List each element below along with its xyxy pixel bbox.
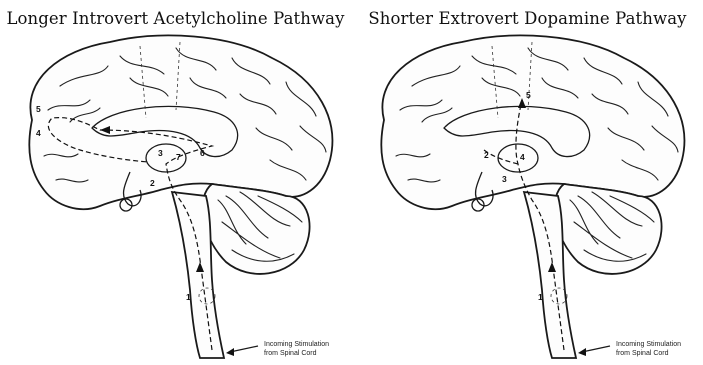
marker-4: 4 — [520, 152, 525, 162]
cerebrum-outline — [381, 35, 684, 209]
cerebrum-outline — [29, 35, 332, 209]
marker-5: 5 — [36, 104, 41, 114]
introvert-pathway-panel: Longer Introvert Acetylcholine Pathway 1… — [0, 0, 351, 365]
marker-2: 2 — [150, 178, 155, 188]
marker-2: 2 — [484, 150, 489, 160]
marker-3: 3 — [158, 148, 163, 158]
caption-pointer-line — [582, 346, 610, 352]
extrovert-pathway-panel: Shorter Extrovert Dopamine Pathway 1 2 3… — [352, 0, 703, 365]
marker-5: 5 — [526, 90, 531, 100]
marker-1: 1 — [186, 292, 191, 302]
brain-diagram-introvert: 1 2 3 4 5 6 7 Incoming Stimulation from … — [0, 0, 351, 365]
caption-line-1: Incoming Stimulation — [264, 341, 329, 348]
caption-pointer-arrow — [226, 348, 234, 356]
caption-line-2: from Spinal Cord — [616, 350, 669, 357]
marker-7: 7 — [176, 152, 181, 162]
marker-1: 1 — [538, 292, 543, 302]
caption-pointer-line — [230, 346, 258, 352]
caption-pointer-arrow — [578, 348, 586, 356]
marker-3: 3 — [502, 174, 507, 184]
caption-line-2: from Spinal Cord — [264, 350, 317, 357]
marker-4: 4 — [36, 128, 41, 138]
caption-line-1: Incoming Stimulation — [616, 341, 681, 348]
marker-6: 6 — [200, 148, 205, 158]
brain-diagram-extrovert: 1 2 3 4 5 Incoming Stimulation from Spin… — [352, 0, 703, 365]
